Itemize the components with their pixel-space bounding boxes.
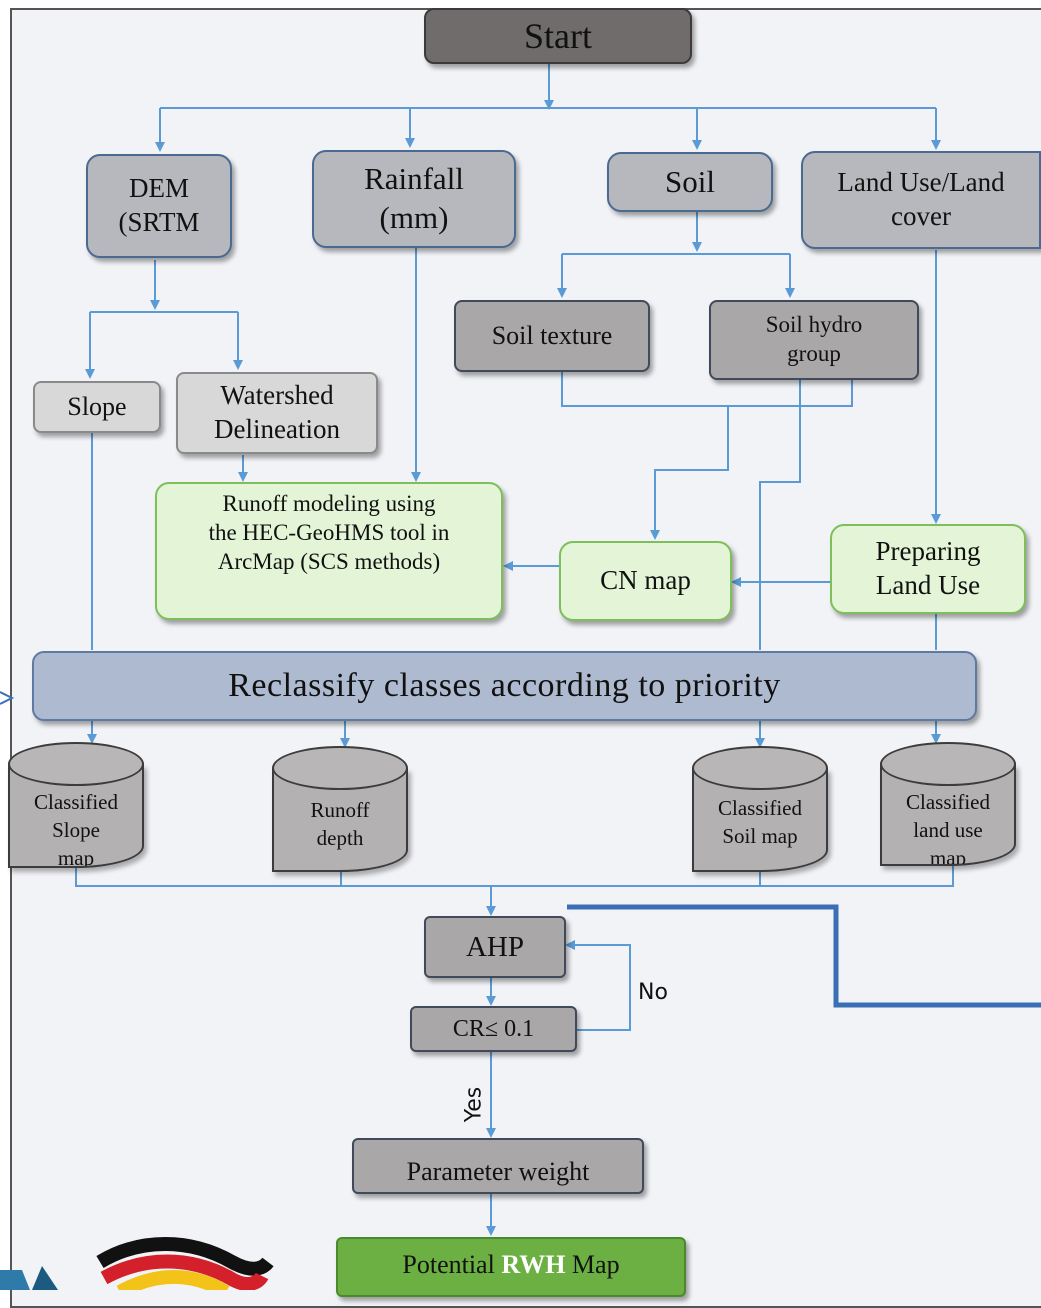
edge-soiltexture-merge xyxy=(561,372,853,407)
edge-merge-to-cn xyxy=(650,406,729,540)
classified-landuse-label: Classified land use map xyxy=(906,790,990,864)
cr-label: CR≤ 0.1 xyxy=(452,1016,535,1042)
edge-soilhydro-reclass xyxy=(759,380,801,650)
start-node: Start xyxy=(424,8,692,64)
cr-node: CR≤ 0.1 xyxy=(410,1006,577,1052)
classified-soil-label: Classified Soil map xyxy=(718,796,802,848)
reclassify-bar: Reclassify classes according to priority xyxy=(32,651,977,721)
soil-node: Soil xyxy=(607,152,773,212)
watershed-label: Watershed Delineation xyxy=(214,380,340,444)
dem-node: DEM (SRTM xyxy=(86,154,232,258)
ahp-node: AHP xyxy=(424,916,566,978)
dem-label: DEM (SRTM xyxy=(118,173,200,237)
no-label: No xyxy=(638,980,668,1005)
slope-label: Slope xyxy=(67,391,127,421)
landuse-node: Land Use/Land cover xyxy=(801,151,1041,249)
classified-slope-label: Classified Slope map xyxy=(34,790,118,866)
left-logo-mark xyxy=(0,1266,58,1290)
classified-soil-cylinder: Classified Soil map xyxy=(692,746,828,872)
soil-hydro-node: Soil hydro group xyxy=(709,300,919,380)
rainfall-node: Rainfall (mm) xyxy=(312,150,516,248)
potential-rwh-label: RWH xyxy=(501,1250,566,1279)
potential-prefix-label: Potential xyxy=(402,1250,502,1279)
landuse-label: Land Use/Land cover xyxy=(837,167,1005,231)
reclassify-label: Reclassify classes according to priority xyxy=(228,666,781,704)
prep-landuse-label: Preparing Land Use xyxy=(875,536,981,600)
ahp-label: AHP xyxy=(465,930,524,963)
parameter-weight-node: Parameter weight xyxy=(352,1138,644,1194)
edge-no-loop xyxy=(565,940,631,1031)
soil-texture-node: Soil texture xyxy=(454,300,650,372)
left-edge-arrow xyxy=(0,691,15,705)
runoff-model-label: Runoff modeling using the HEC-GeoHMS too… xyxy=(208,491,450,574)
prep-landuse-node: Preparing Land Use xyxy=(830,524,1026,614)
parameter-weight-label: Parameter weight xyxy=(406,1156,590,1186)
start-label: Start xyxy=(524,15,592,56)
potential-suffix-label: Map xyxy=(565,1250,620,1279)
rainfall-label: Rainfall (mm) xyxy=(364,161,464,235)
runoff-depth-label: Runoff depth xyxy=(310,798,370,850)
runoff-model-node: Runoff modeling using the HEC-GeoHMS too… xyxy=(155,482,503,620)
classified-landuse-cylinder: Classified land use map xyxy=(880,742,1016,866)
classified-slope-cylinder: Classified Slope map xyxy=(8,742,144,868)
cn-map-node: CN map xyxy=(559,541,732,621)
cn-map-label: CN map xyxy=(600,565,691,596)
soil-texture-label: Soil texture xyxy=(491,320,613,350)
watershed-node: Watershed Delineation xyxy=(176,372,378,454)
german-flag-logo xyxy=(96,1237,274,1290)
soil-label: Soil xyxy=(665,163,715,199)
accent-line xyxy=(567,904,1041,1008)
runoff-depth-cylinder: Runoff depth xyxy=(272,746,408,872)
potential-rwh-node: Potential RWH Map xyxy=(336,1237,686,1297)
edge-cyl-bus xyxy=(75,866,954,887)
slope-node: Slope xyxy=(33,381,161,433)
soil-hydro-label: Soil hydro group xyxy=(765,312,863,366)
